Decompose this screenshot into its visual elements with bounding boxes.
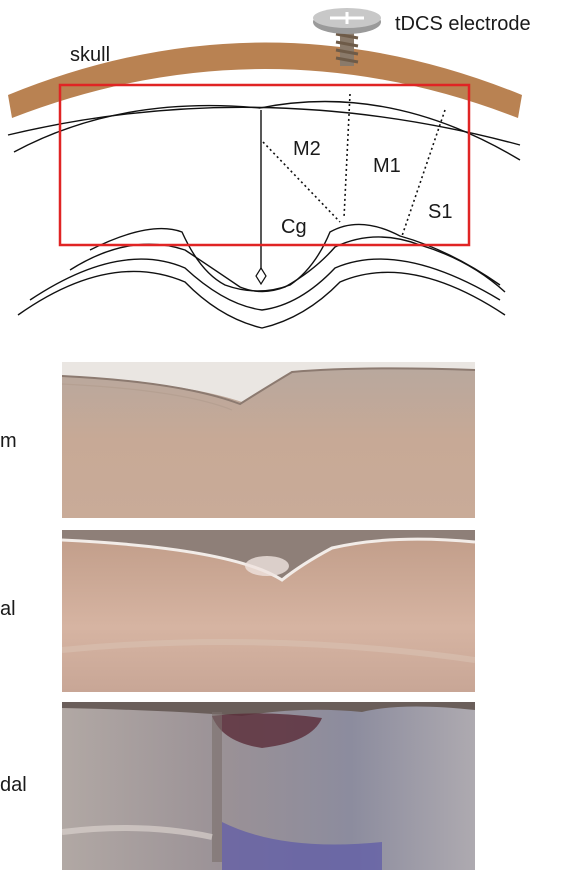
ventricle-outline (30, 259, 500, 310)
brain-schematic: skull tDCS electrode M2 M1 Cg S1 (0, 0, 565, 340)
photo-label-2: al (0, 598, 16, 621)
region-label-m1: M1 (373, 155, 401, 177)
region-label-m2: M2 (293, 138, 321, 160)
roi-box (60, 85, 469, 245)
brain-surface-outer (8, 107, 520, 145)
brain-slice-photo-3 (62, 702, 475, 870)
brain-slice-photo-2 (62, 530, 475, 692)
midline-tip (256, 268, 266, 284)
brain-slice-photo-1 (62, 362, 475, 518)
skull-label: skull (70, 44, 110, 66)
photo-label-1: m (0, 430, 17, 453)
region-label-cg: Cg (281, 216, 307, 238)
region-label-s1: S1 (428, 201, 452, 223)
photo-label-3: dal (0, 774, 27, 797)
electrode-label: tDCS electrode (395, 13, 531, 35)
